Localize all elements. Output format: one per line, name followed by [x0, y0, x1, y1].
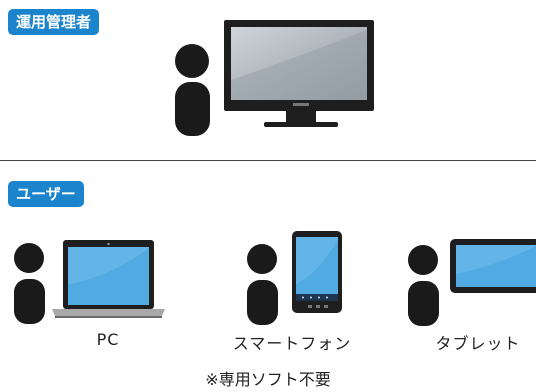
pc-illustration [14, 240, 165, 324]
monitor-icon [224, 20, 374, 127]
no-software-required-note: ※専用ソフト不要 [205, 370, 331, 389]
user-section-badge: ユーザー [8, 181, 84, 207]
device-label-smartphone: スマートフォン [232, 334, 352, 353]
person-icon [14, 243, 45, 324]
smartphone-illustration [247, 231, 342, 325]
admin-illustration [175, 20, 374, 136]
device-label-tablet: タブレット [435, 334, 521, 353]
laptop-icon [52, 240, 165, 318]
smartphone-icon [292, 231, 342, 313]
person-icon [175, 44, 210, 136]
tablet-icon [450, 239, 536, 293]
section-divider [0, 160, 536, 161]
person-icon [247, 244, 278, 325]
tablet-illustration [408, 239, 536, 326]
device-label-pc: PC [96, 330, 120, 349]
admin-section-badge: 運用管理者 [8, 9, 100, 35]
person-icon [408, 245, 439, 326]
